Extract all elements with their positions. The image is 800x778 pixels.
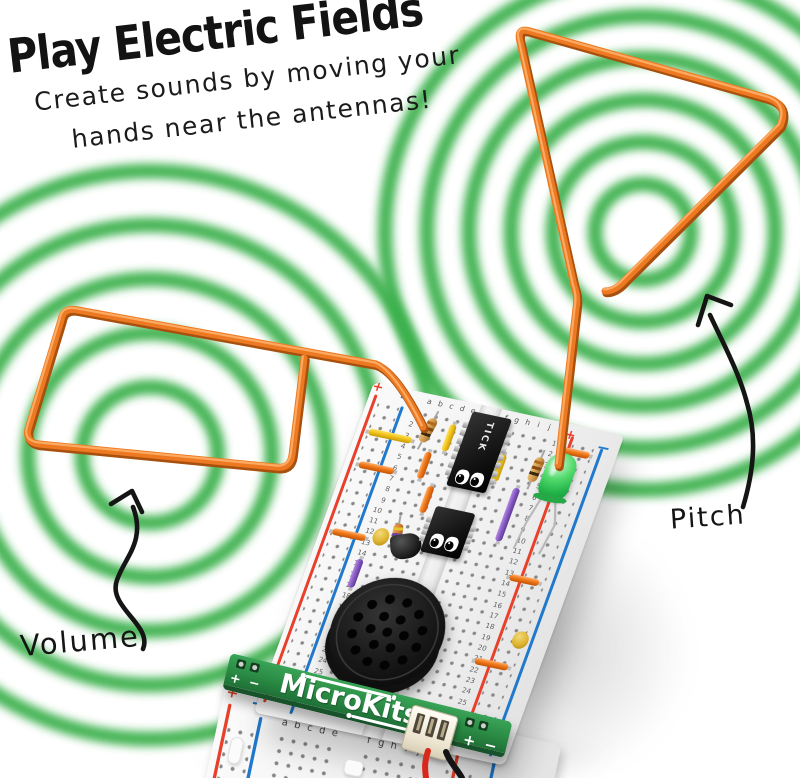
solder-pad [249, 662, 261, 674]
solder-pad [464, 717, 476, 728]
connector-slots [412, 712, 450, 741]
googly-eye [442, 535, 461, 553]
solder-pads [464, 717, 489, 732]
speaker [324, 577, 446, 695]
strip-polarity-left: + − [228, 670, 264, 693]
googly-eye [467, 471, 486, 489]
solder-pads [235, 658, 261, 674]
board2-holes-left [259, 731, 337, 778]
googly-eyes [427, 532, 461, 553]
board-minus-right: − [593, 437, 614, 459]
column-letter: j [546, 422, 553, 432]
ic-label: TICK [474, 420, 496, 453]
pitch-label: Pitch [669, 499, 747, 536]
solder-pad [477, 720, 489, 732]
googly-eyes [453, 468, 486, 489]
speaker-holes [347, 594, 428, 670]
led-legs [512, 496, 557, 555]
solder-pad [235, 658, 247, 670]
